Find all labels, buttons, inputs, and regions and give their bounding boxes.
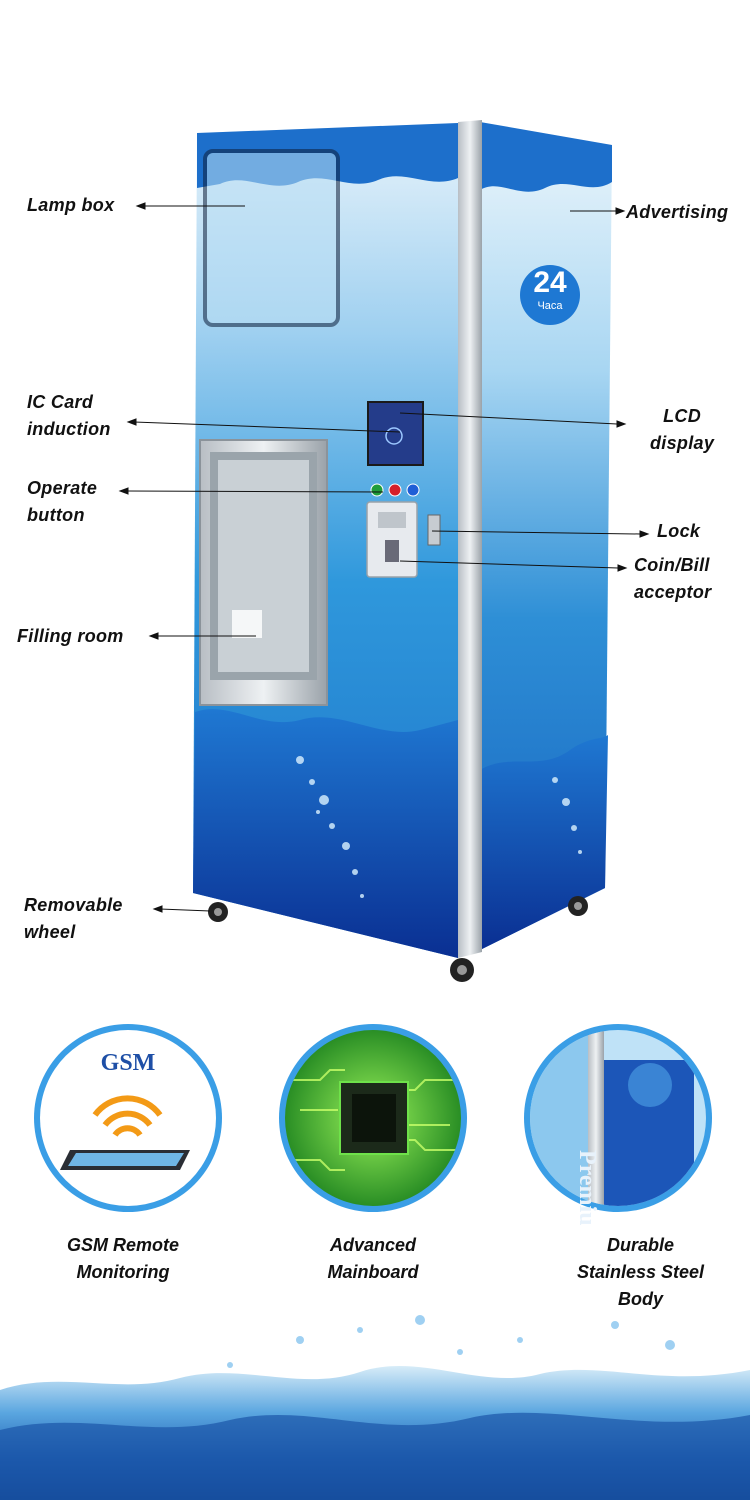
advertising-label: Advertising (626, 202, 729, 222)
lamp-box-label: Lamp box (27, 195, 115, 215)
feature-mainboard-icon (279, 1024, 467, 1212)
lcd-display-label: LCD display (650, 406, 715, 453)
water-splash-banner (0, 1315, 750, 1500)
steel-body-caption: Durable Stainless Steel Body (576, 1235, 705, 1309)
gsm-caption: GSM Remote Monitoring (66, 1235, 180, 1282)
side-badge-number: 24 (533, 266, 567, 299)
side-badge: 24 Часа (520, 266, 580, 312)
feature-gsm-icon (34, 1024, 222, 1212)
side-badge-subtext: Часа (537, 300, 563, 312)
gsm-logo-text: GSM (100, 1050, 156, 1076)
vending-machine (193, 120, 612, 982)
coin-bill-acceptor-label: Coin/Bill acceptor (634, 555, 712, 602)
mainboard-caption: Advanced Mainboard (327, 1235, 419, 1282)
operate-button-label: Operate button (27, 478, 98, 525)
ic-card-label: IC Card induction (27, 392, 111, 439)
filling-room-label: Filling room (17, 626, 124, 646)
feature-steel-body-icon (524, 1024, 712, 1212)
removable-wheel-label: Removable wheel (24, 895, 123, 942)
callout-arrows (118, 202, 650, 913)
lock-label: Lock (657, 521, 701, 541)
